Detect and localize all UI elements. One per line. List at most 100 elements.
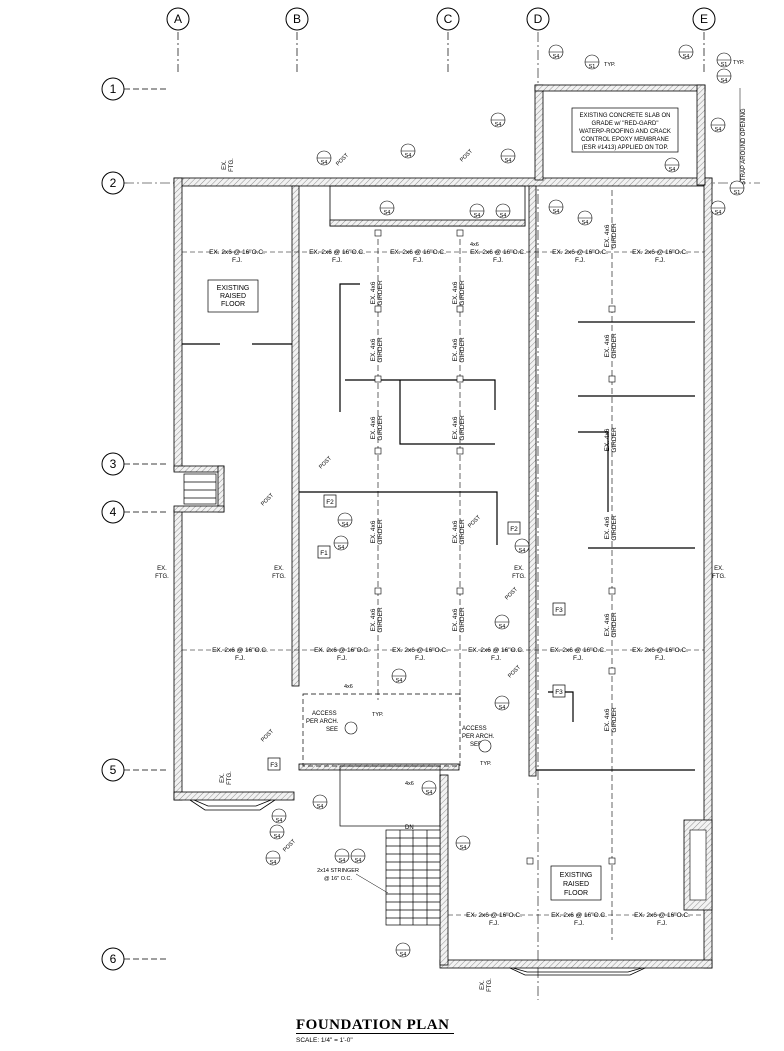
svg-text:SEE: SEE bbox=[470, 742, 482, 748]
detail-bubble: S4 bbox=[316, 150, 332, 166]
svg-text:EX.: EX. bbox=[274, 566, 284, 572]
svg-text:4x6: 4x6 bbox=[470, 242, 479, 248]
svg-text:EX. 2x6 @ 16"O.C.: EX. 2x6 @ 16"O.C. bbox=[550, 647, 606, 654]
grid-bubble-4: 4 bbox=[101, 500, 168, 524]
svg-text:F.J.: F.J. bbox=[573, 655, 583, 662]
svg-text:STRAP AROUND OPENING: STRAP AROUND OPENING bbox=[741, 108, 747, 185]
bay-window-left bbox=[189, 799, 276, 811]
detail-bubble: S4 bbox=[337, 512, 353, 528]
svg-text:F.J.: F.J. bbox=[655, 257, 665, 264]
grid-bubble-c: C bbox=[436, 7, 460, 72]
svg-text:F.J.: F.J. bbox=[657, 920, 667, 927]
svg-text:EX. 4x6: EX. 4x6 bbox=[452, 608, 459, 631]
svg-text:EX. 4x6: EX. 4x6 bbox=[604, 516, 611, 539]
svg-text:POST: POST bbox=[507, 664, 522, 679]
svg-text:FTG.: FTG. bbox=[512, 574, 526, 580]
svg-text:GIRDER: GIRDER bbox=[611, 427, 618, 453]
svg-text:S4: S4 bbox=[270, 860, 277, 866]
svg-text:EX. 2x6 @ 16"O.C.: EX. 2x6 @ 16"O.C. bbox=[632, 249, 688, 256]
svg-text:EX. 2x6 @ 16"O.C.: EX. 2x6 @ 16"O.C. bbox=[632, 647, 688, 654]
svg-text:F.J.: F.J. bbox=[655, 655, 665, 662]
drawing-title: FOUNDATION PLAN bbox=[296, 1017, 450, 1033]
detail-bubble: S4 bbox=[494, 695, 510, 711]
svg-text:S1: S1 bbox=[589, 64, 596, 70]
svg-text:EX. 2x6 @ 16"O.C.: EX. 2x6 @ 16"O.C. bbox=[466, 912, 522, 919]
svg-text:1: 1 bbox=[110, 82, 117, 96]
svg-text:PER ARCH.: PER ARCH. bbox=[462, 734, 495, 740]
svg-text:F.J.: F.J. bbox=[493, 257, 503, 264]
svg-text:2: 2 bbox=[110, 176, 117, 190]
svg-text:EX. 4x6: EX. 4x6 bbox=[370, 416, 377, 439]
detail-bubble: S4 bbox=[577, 210, 593, 226]
svg-text:S4: S4 bbox=[321, 160, 328, 166]
svg-text:EX. 4x6: EX. 4x6 bbox=[452, 281, 459, 304]
svg-text:EX. 2x6 @ 16"O.C.: EX. 2x6 @ 16"O.C. bbox=[212, 647, 268, 654]
grid-bubble-e: E bbox=[692, 7, 716, 72]
detail-bubble: S4 bbox=[269, 824, 285, 840]
svg-text:S4: S4 bbox=[426, 790, 433, 796]
access-note-2: ACCESS PER ARCH. SEE bbox=[462, 726, 495, 753]
svg-text:S4: S4 bbox=[721, 78, 728, 84]
grid-bubble-3: 3 bbox=[101, 452, 168, 476]
detail-bubble: S4 bbox=[500, 148, 516, 164]
detail-bubble: S4 bbox=[514, 538, 530, 554]
svg-text:S4: S4 bbox=[495, 122, 502, 128]
svg-text:GIRDER: GIRDER bbox=[611, 612, 618, 638]
svg-text:EX.: EX. bbox=[714, 566, 724, 572]
svg-text:S4: S4 bbox=[715, 127, 722, 133]
grid-bubble-6: 6 bbox=[101, 947, 168, 971]
foundation-walls bbox=[173, 84, 713, 969]
svg-text:EXISTING: EXISTING bbox=[560, 872, 593, 879]
grid-bubble-1: 1 bbox=[101, 77, 168, 101]
detail-bubble: S4 bbox=[265, 850, 281, 866]
grid-bubble-d: D bbox=[526, 7, 550, 1000]
detail-bubble: S4 bbox=[710, 117, 726, 133]
svg-text:FTG.: FTG. bbox=[229, 158, 235, 172]
floor-joists: EX. 2x6 @ 16"O.C. F.J. EX. 2x6 @ 16"O.C.… bbox=[182, 249, 704, 927]
svg-text:S4: S4 bbox=[553, 209, 560, 215]
svg-text:TYP.: TYP. bbox=[480, 761, 492, 767]
svg-text:GIRDER: GIRDER bbox=[611, 707, 618, 733]
svg-text:TYP.: TYP. bbox=[733, 60, 745, 66]
svg-text:GIRDER: GIRDER bbox=[459, 280, 466, 306]
svg-text:F.J.: F.J. bbox=[337, 655, 347, 662]
svg-text:S4: S4 bbox=[405, 153, 412, 159]
detail-bubble: S4 bbox=[391, 668, 407, 684]
svg-text:EX. 2x6 @ 16"O.C.: EX. 2x6 @ 16"O.C. bbox=[634, 912, 690, 919]
drawing-scale: SCALE: 1/4" = 1'-0" bbox=[296, 1037, 353, 1044]
svg-text:POST: POST bbox=[260, 492, 275, 507]
stair: DN bbox=[385, 825, 441, 926]
svg-text:GIRDER: GIRDER bbox=[377, 607, 384, 633]
title-underline bbox=[296, 1033, 454, 1034]
svg-text:GIRDER: GIRDER bbox=[377, 280, 384, 306]
girders bbox=[377, 190, 613, 940]
svg-text:S1: S1 bbox=[734, 190, 741, 196]
svg-text:RAISED: RAISED bbox=[563, 881, 589, 888]
svg-text:GIRDER: GIRDER bbox=[611, 333, 618, 359]
svg-text:POST: POST bbox=[467, 514, 482, 529]
ex-ftg-labels: EX.FTG. EX.FTG. EX.FTG. EX.FTG. EX.FTG. … bbox=[155, 158, 726, 992]
svg-text:WATERP-ROOFING AND CRACK: WATERP-ROOFING AND CRACK bbox=[579, 129, 671, 135]
svg-text:CONTROL EPOXY MEMBRANE: CONTROL EPOXY MEMBRANE bbox=[581, 137, 669, 143]
posts bbox=[374, 229, 616, 865]
svg-text:D: D bbox=[534, 12, 543, 26]
detail-callouts: S4 S4 S4 S4 S4 S4 S4 S4 S1 S4 S1 S4 S4 S… bbox=[265, 44, 745, 958]
svg-text:EX.: EX. bbox=[222, 160, 228, 170]
svg-text:GIRDER: GIRDER bbox=[459, 337, 466, 363]
svg-text:EX. 4x6: EX. 4x6 bbox=[370, 520, 377, 543]
svg-text:EX. 2x6 @ 16"O.C.: EX. 2x6 @ 16"O.C. bbox=[314, 647, 370, 654]
footing-f2-a: F2 bbox=[323, 494, 337, 508]
svg-text:FLOOR: FLOOR bbox=[221, 301, 245, 308]
svg-text:POST: POST bbox=[335, 152, 350, 167]
svg-text:FTG.: FTG. bbox=[227, 771, 233, 785]
svg-text:4x6: 4x6 bbox=[405, 781, 414, 787]
svg-text:F.J.: F.J. bbox=[232, 257, 242, 264]
detail-bubble: S4 bbox=[495, 203, 511, 219]
svg-text:F.J.: F.J. bbox=[575, 257, 585, 264]
svg-text:EX. 2x6 @ 16"O.C.: EX. 2x6 @ 16"O.C. bbox=[552, 249, 608, 256]
footing-f3-c: F3 bbox=[267, 757, 281, 771]
detail-bubble: S1 bbox=[584, 54, 600, 70]
svg-text:3: 3 bbox=[110, 457, 117, 471]
detail-bubble: S4 bbox=[333, 535, 349, 551]
svg-text:EX. 2x6 @ 16"O.C.: EX. 2x6 @ 16"O.C. bbox=[470, 249, 526, 256]
